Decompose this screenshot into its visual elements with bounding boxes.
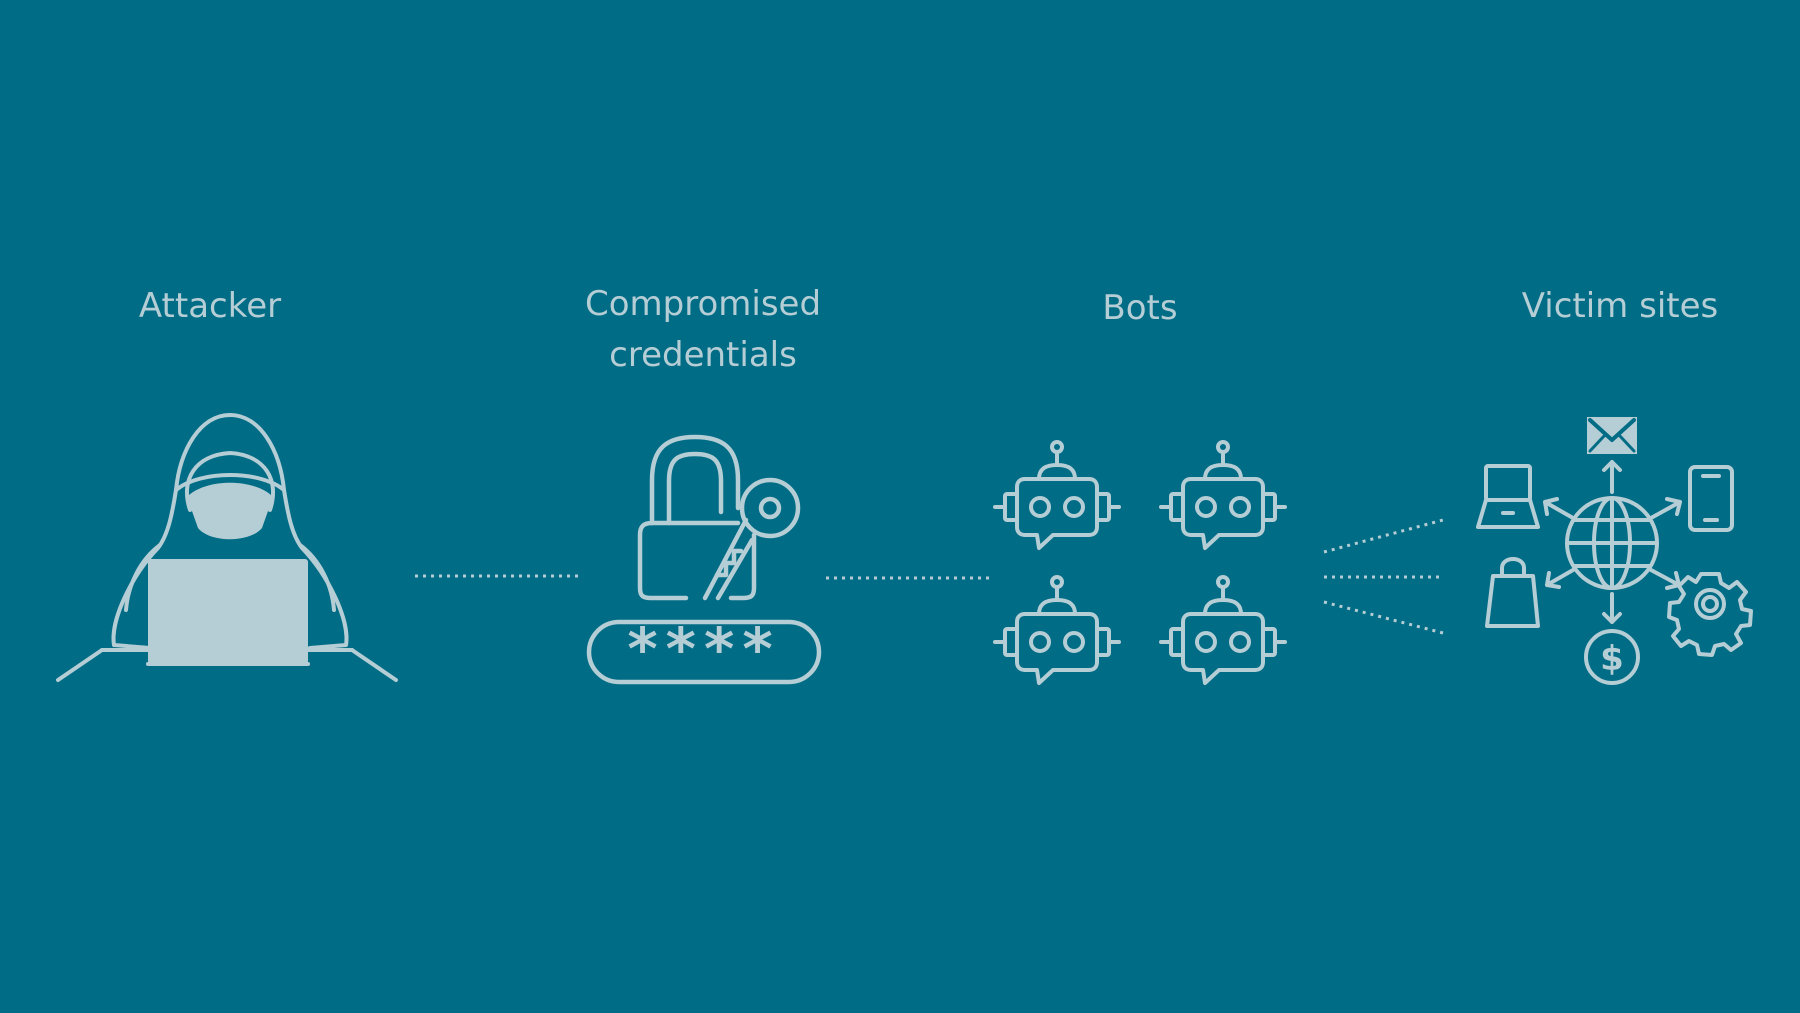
smartphone-icon: [1688, 465, 1734, 532]
dollar-coin-icon: $: [1584, 629, 1640, 685]
credentials-label-line-2: credentials: [609, 335, 797, 375]
credentials-label-line-1: Compromised: [584, 284, 822, 324]
connector-bots-victims: [1323, 518, 1444, 635]
shopping-bag-icon: [1485, 557, 1540, 628]
robot-chat-icon: [993, 440, 1121, 550]
svg-text:$: $: [1600, 639, 1624, 679]
bots-label-line: Bots: [1102, 288, 1178, 328]
hooded-hacker-icon: [56, 413, 398, 682]
gear-icon: [1667, 572, 1753, 657]
robot-chat-icon: [1159, 575, 1287, 685]
label-attacker: Attacker: [110, 281, 310, 332]
password-mask-text: ****: [627, 615, 780, 683]
password-mask: ****: [627, 615, 780, 683]
laptop-icon: [1476, 464, 1540, 529]
label-compromised-credentials: Compromised credentials: [560, 279, 846, 381]
robot-chat-icon: [1159, 440, 1287, 550]
label-bots: Bots: [1040, 283, 1240, 334]
padlock-key-password-icon: [586, 434, 822, 685]
victims-label-line: Victim sites: [1521, 286, 1719, 326]
envelope-icon: [1587, 417, 1637, 454]
attacker-label-line: Attacker: [138, 286, 282, 326]
globe-network-icon: [1543, 460, 1682, 624]
robot-chat-icon: [993, 575, 1121, 685]
label-victim-sites: Victim sites: [1500, 281, 1740, 332]
